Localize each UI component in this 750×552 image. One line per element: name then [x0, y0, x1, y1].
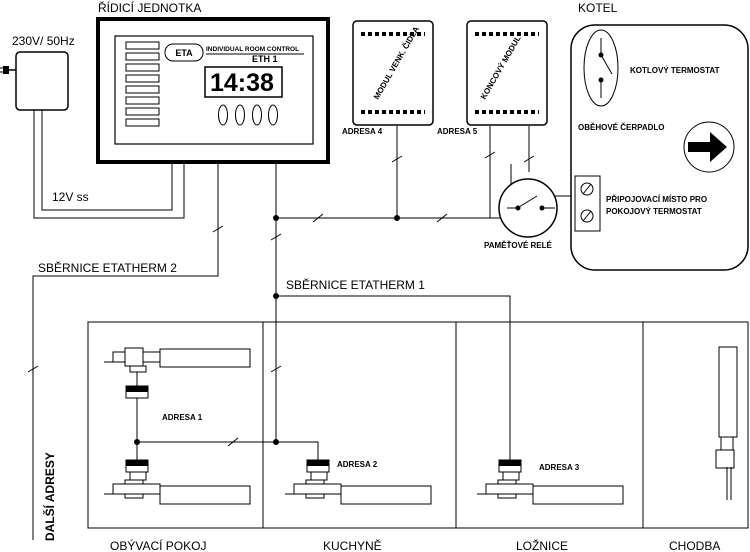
- supply-wires: [33, 110, 185, 219]
- circulation-pump-icon: [683, 121, 735, 173]
- control-button-1[interactable]: [218, 104, 228, 126]
- room-hall: CHODBA: [669, 539, 720, 552]
- outdoor-module-address: ADRESA 4: [342, 127, 383, 136]
- indicator-bars: [125, 41, 160, 127]
- rooms-frame: [87, 321, 749, 529]
- panel-model: ETH 1: [252, 54, 278, 64]
- terminal-module: [466, 20, 548, 126]
- boiler-thermostat-label: KOTLOVÝ TERMOSTAT: [630, 66, 720, 75]
- room-bedroom: LOŽNICE: [516, 538, 568, 552]
- connection-label-1: PŘIPOJOVACÍ MÍSTO PRO: [606, 195, 707, 204]
- control-button-3[interactable]: [252, 104, 262, 126]
- bus2-label: SBĚRNICE ETATHERM 2: [38, 260, 177, 275]
- time-display: [204, 66, 283, 98]
- address-3-label: ADRESA 3: [539, 463, 580, 472]
- time-display-value: 14:38: [210, 69, 274, 97]
- living-room-radiator-bottom: [104, 459, 251, 505]
- bus1-label: SBĚRNICE ETATHERM 1: [286, 277, 425, 292]
- control-unit: ETA INDIVIDUAL ROOM CONTROL ETH 1 14:38: [96, 17, 330, 164]
- bedroom-radiator: [477, 459, 624, 505]
- terminal-module-address: ADRESA 5: [437, 127, 478, 136]
- room-kitchen: KUCHYNĚ: [323, 538, 382, 552]
- supply-label: 12V ss: [52, 190, 89, 204]
- memory-relay-label: PAMĚŤOVÉ RELÉ: [484, 241, 553, 250]
- bus-wiring: [27, 126, 575, 540]
- address-2-label: ADRESA 2: [337, 460, 378, 469]
- more-addresses-label: DALŠÍ ADRESY: [42, 452, 57, 541]
- boiler-thermostat-icon: [583, 29, 619, 107]
- connection-label-2: POKOJOVÝ TERMOSTAT: [606, 207, 702, 216]
- outdoor-sensor-module: [352, 20, 434, 126]
- memory-relay: [498, 178, 558, 238]
- kitchen-radiator: [285, 459, 432, 505]
- svg-text:ETA: ETA: [175, 48, 193, 58]
- hallway-radiator: [715, 346, 738, 500]
- boiler: [570, 24, 749, 271]
- power-label: 230V/ 50Hz: [12, 34, 75, 48]
- control-unit-title: ŘÍDICÍ JEDNOTKA: [98, 0, 201, 15]
- control-button-2[interactable]: [235, 104, 245, 126]
- brand-logo: ETA: [164, 43, 204, 62]
- room-thermostat-connector: [574, 175, 601, 232]
- room-living: OBÝVACÍ POKOJ: [110, 538, 206, 552]
- pump-label: OBĚHOVÉ ČERPADLO: [578, 123, 665, 132]
- power-adapter: [0, 51, 69, 111]
- address-1-label: ADRESA 1: [162, 413, 203, 422]
- panel-brand: INDIVIDUAL ROOM CONTROL: [206, 46, 299, 53]
- living-room-radiator-top: [104, 347, 251, 399]
- boiler-title: KOTEL: [578, 1, 618, 15]
- control-button-4[interactable]: [268, 104, 278, 126]
